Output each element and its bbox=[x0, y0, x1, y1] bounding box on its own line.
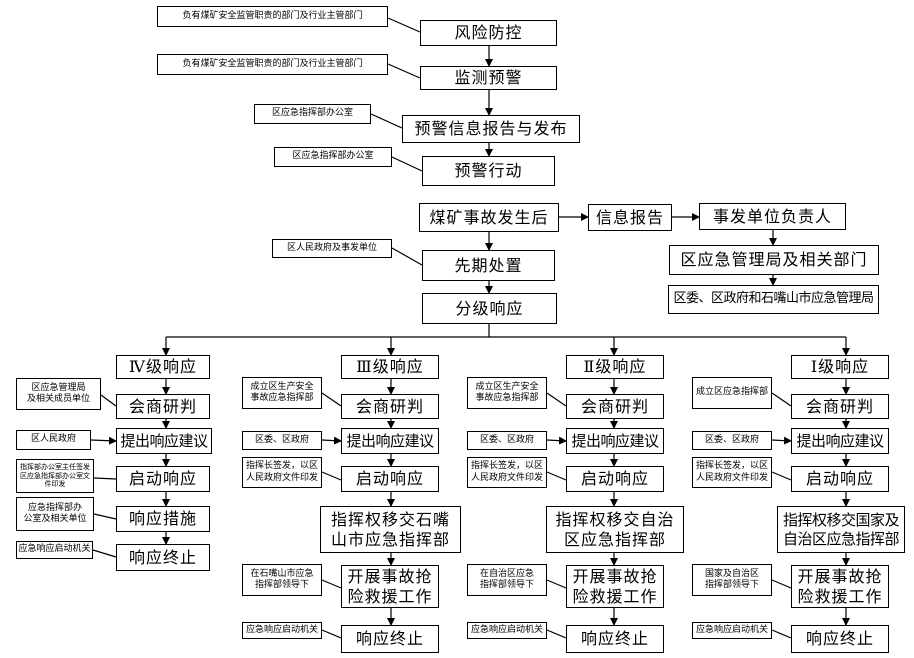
monitoring-note: 负有煤矿安全监管职责的部门及行业主管部门 bbox=[157, 54, 388, 75]
level3-rescue-box: 开展事故抢 险救援工作 bbox=[341, 565, 439, 608]
level2-end-box: 响应终止 bbox=[566, 625, 664, 653]
graded-response-box: 分级响应 bbox=[422, 293, 557, 324]
level4-end-note: 应急响应启动机关 bbox=[16, 541, 93, 559]
warning-action-note: 区应急指挥部办公室 bbox=[274, 147, 392, 167]
level1-propose-box: 提出响应建议 bbox=[791, 428, 889, 454]
info-report-box: 信息报告 bbox=[588, 204, 672, 231]
level2-consult-box: 会商研判 bbox=[566, 394, 664, 419]
level4-start-note: 指挥部办公室主任签发 区应急指挥部办公室文件印发 bbox=[16, 459, 94, 493]
initial-response-note: 区人民政府及事发单位 bbox=[272, 239, 392, 258]
level2-consult-note: 成立区生产安全 事故应急指挥部 bbox=[467, 377, 547, 409]
district-bureau-box: 区应急管理局及相关部门 bbox=[669, 245, 879, 275]
level3-transfer-box: 指挥权移交石嘴 山市应急指挥部 bbox=[320, 506, 461, 553]
unit-head-box: 事发单位负责人 bbox=[699, 203, 846, 230]
level3-start-note: 指挥长签发，以区 人民政府文件印发 bbox=[242, 457, 322, 488]
level3-rescue-note: 在石嘴山市应急 指挥部领导下 bbox=[242, 564, 322, 596]
level1-end-box: 响应终止 bbox=[791, 625, 889, 653]
level3-end-box: 响应终止 bbox=[341, 625, 439, 653]
level4-consult-note: 区应急管理局 及相关成员单位 bbox=[16, 378, 101, 410]
level1-end-note: 应急响应启动机关 bbox=[692, 622, 772, 639]
level2-propose-box: 提出响应建议 bbox=[566, 428, 664, 454]
risk-control-box: 风险防控 bbox=[420, 20, 557, 46]
initial-response-box: 先期处置 bbox=[422, 250, 555, 281]
level2-title: Ⅱ级响应 bbox=[566, 355, 664, 379]
level4-measures-note: 应急指挥部办 公室及相关单位 bbox=[16, 497, 94, 531]
monitoring-warning-box: 监测预警 bbox=[420, 66, 557, 90]
level4-consult-box: 会商研判 bbox=[116, 394, 210, 419]
level2-start-box: 启动响应 bbox=[566, 466, 664, 492]
level4-start-box: 启动响应 bbox=[116, 466, 210, 492]
level1-rescue-box: 开展事故抢 险救援工作 bbox=[791, 565, 889, 608]
level1-start-note: 指挥长签发，以区 人民政府文件印发 bbox=[692, 457, 772, 488]
level3-end-note: 应急响应启动机关 bbox=[242, 622, 322, 639]
level1-start-box: 启动响应 bbox=[791, 466, 889, 492]
level2-end-note: 应急响应启动机关 bbox=[467, 622, 547, 639]
level2-rescue-box: 开展事故抢 险救援工作 bbox=[566, 565, 664, 608]
warning-report-note: 区应急指挥部办公室 bbox=[254, 104, 371, 124]
warning-report-box: 预警信息报告与发布 bbox=[402, 115, 580, 143]
level3-propose-note: 区委、区政府 bbox=[242, 431, 322, 450]
level2-transfer-box: 指挥权移交自治 区应急指挥部 bbox=[546, 506, 684, 553]
warning-action-box: 预警行动 bbox=[422, 156, 555, 186]
level1-rescue-note: 国家及自治区 指挥部领导下 bbox=[692, 564, 772, 596]
district-gov-box: 区委、区政府和石嘴山市应急管理局 bbox=[668, 285, 879, 314]
level1-consult-box: 会商研判 bbox=[791, 394, 889, 419]
level1-propose-note: 区委、区政府 bbox=[692, 431, 772, 450]
level2-rescue-note: 在自治区应急 指挥部领导下 bbox=[467, 564, 547, 596]
level4-end-box: 响应终止 bbox=[116, 544, 210, 571]
level3-consult-box: 会商研判 bbox=[341, 394, 439, 419]
accident-occurred-box: 煤矿事故发生后 bbox=[419, 203, 559, 232]
level4-propose-box: 提出响应建议 bbox=[116, 428, 212, 454]
level3-consult-note: 成立区生产安全 事故应急指挥部 bbox=[242, 377, 322, 409]
level1-consult-note: 成立区应急指挥部 bbox=[692, 377, 772, 409]
level2-propose-note: 区委、区政府 bbox=[467, 431, 547, 450]
level4-propose-note: 区人民政府 bbox=[16, 430, 91, 450]
level4-measures-box: 响应措施 bbox=[116, 506, 210, 532]
level2-start-note: 指挥长签发，以区 人民政府文件印发 bbox=[467, 457, 547, 488]
level1-title: Ⅰ级响应 bbox=[791, 355, 889, 379]
level3-title: Ⅲ级响应 bbox=[341, 355, 439, 379]
level1-transfer-box: 指挥权移交国家及 自治区应急指挥部 bbox=[777, 506, 905, 553]
level3-start-box: 启动响应 bbox=[341, 466, 439, 492]
risk-control-note: 负有煤矿安全监管职责的部门及行业主管部门 bbox=[157, 6, 388, 27]
level3-propose-box: 提出响应建议 bbox=[341, 428, 439, 454]
level4-title: Ⅳ级响应 bbox=[116, 355, 210, 379]
